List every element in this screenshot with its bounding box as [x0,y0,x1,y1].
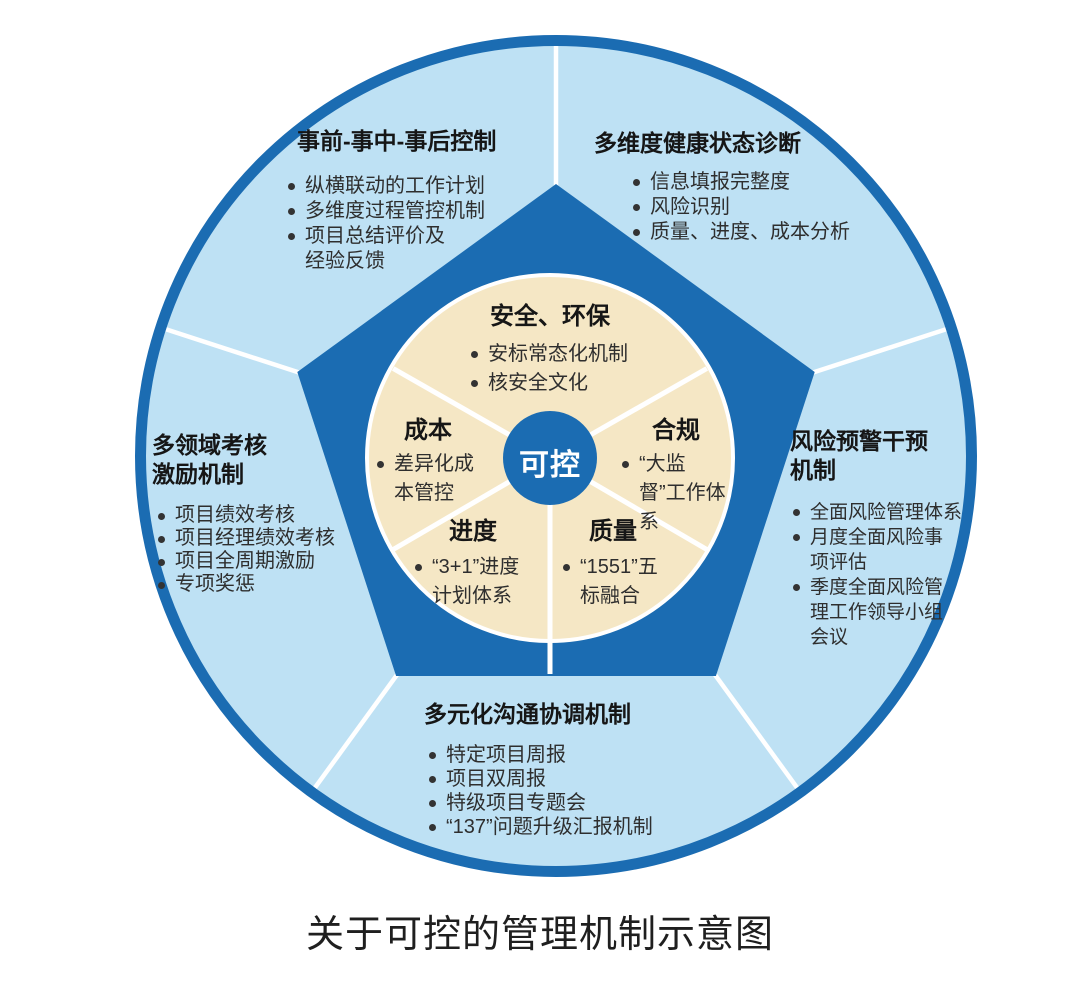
bullet-item: 项目双周报 [424,767,653,791]
bullet-item: 风险识别 [628,195,850,220]
sector-title-multi-field-assessment-incentive: 多领域考核激励机制 [152,432,267,487]
bullet-item: “1551”五标融合 [558,553,662,611]
bullet-item: 季度全面风险管理工作领导小组会议 [788,575,950,650]
bullet-item: 项目绩效考核 [153,504,335,527]
bullet-item: 全面风险管理体系 [788,500,975,525]
outer-ring-border [135,35,977,877]
wedge-bullet-list: “大监督”工作体系 [617,450,727,537]
wedge-title-schedule: 进度 [449,518,497,545]
sector-bullet-list: 纵横联动的工作计划 多维度过程管控机制 项目总结评价及经验反馈 [283,174,485,274]
bullet-item: 核安全文化 [466,369,628,398]
wedge-bullet-list: “1551”五标融合 [558,553,662,611]
sector-title-before-during-after-control: 事前-事中-事后控制 [297,128,497,154]
bullet-item: 月度全面风险事项评估 [788,525,950,575]
bullet-item: 项目经理绩效考核 [153,527,335,550]
sector-title-diversified-communication: 多元化沟通协调机制 [424,701,631,727]
sector-bullet-list: 全面风险管理体系 月度全面风险事项评估 季度全面风险管理工作领导小组会议 [788,500,975,650]
bullet-item: 特级项目专题会 [424,791,653,815]
wedge-title-quality: 质量 [589,518,637,545]
bullet-item: 安标常态化机制 [466,340,628,369]
caption: 关于可控的管理机制示意图 [305,912,774,956]
bullet-item: 项目总结评价及经验反馈 [283,224,455,274]
wedge-title-safety-environment: 安全、环保 [490,303,610,330]
wedge-bullet-list: 安标常态化机制 核安全文化 [466,340,628,398]
center-label-controllable: 可控 [519,449,581,482]
sector-bullet-list: 项目绩效考核 项目经理绩效考核 项目全周期激励 专项奖惩 [153,504,335,596]
sector-title-multidimensional-health-diagnosis: 多维度健康状态诊断 [594,130,801,156]
wedge-title-cost: 成本 [404,417,452,444]
sector-bullet-list: 信息填报完整度 风险识别 质量、进度、成本分析 [628,170,850,245]
bullet-item: 多维度过程管控机制 [283,199,485,224]
bullet-item: 特定项目周报 [424,743,653,767]
bullet-item: “大监督”工作体系 [617,450,727,537]
wedge-bullet-list: “3+1”进度计划体系 [410,553,520,611]
bullet-item: “3+1”进度计划体系 [410,553,520,611]
bullet-item: 质量、进度、成本分析 [628,220,850,245]
sector-title-risk-warning-intervention: 风险预警干预机制 [790,428,928,483]
wedge-title-compliance: 合规 [652,417,700,444]
bullet-item: 专项奖惩 [153,573,335,596]
wedge-bullet-list: 差异化成本管控 [372,450,486,508]
bullet-item: “137”问题升级汇报机制 [424,815,653,839]
bullet-item: 项目全周期激励 [153,550,335,573]
center-circle [503,411,597,505]
bullet-item: 信息填报完整度 [628,170,850,195]
bullet-item: 差异化成本管控 [372,450,486,508]
sector-bullet-list: 特定项目周报 项目双周报 特级项目专题会 “137”问题升级汇报机制 [424,743,653,839]
bullet-item: 纵横联动的工作计划 [283,174,485,199]
